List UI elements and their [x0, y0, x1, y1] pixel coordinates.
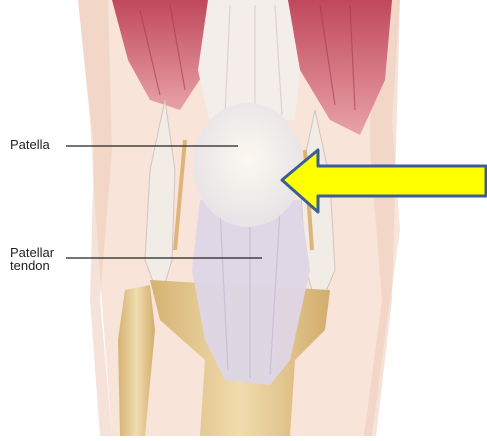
patella-label: Patella — [10, 138, 50, 151]
patellar-tendon-label-line2: tendon — [10, 259, 54, 272]
patella-kneecap — [193, 103, 303, 227]
patellar-tendon-label: Patellar tendon — [10, 246, 54, 272]
